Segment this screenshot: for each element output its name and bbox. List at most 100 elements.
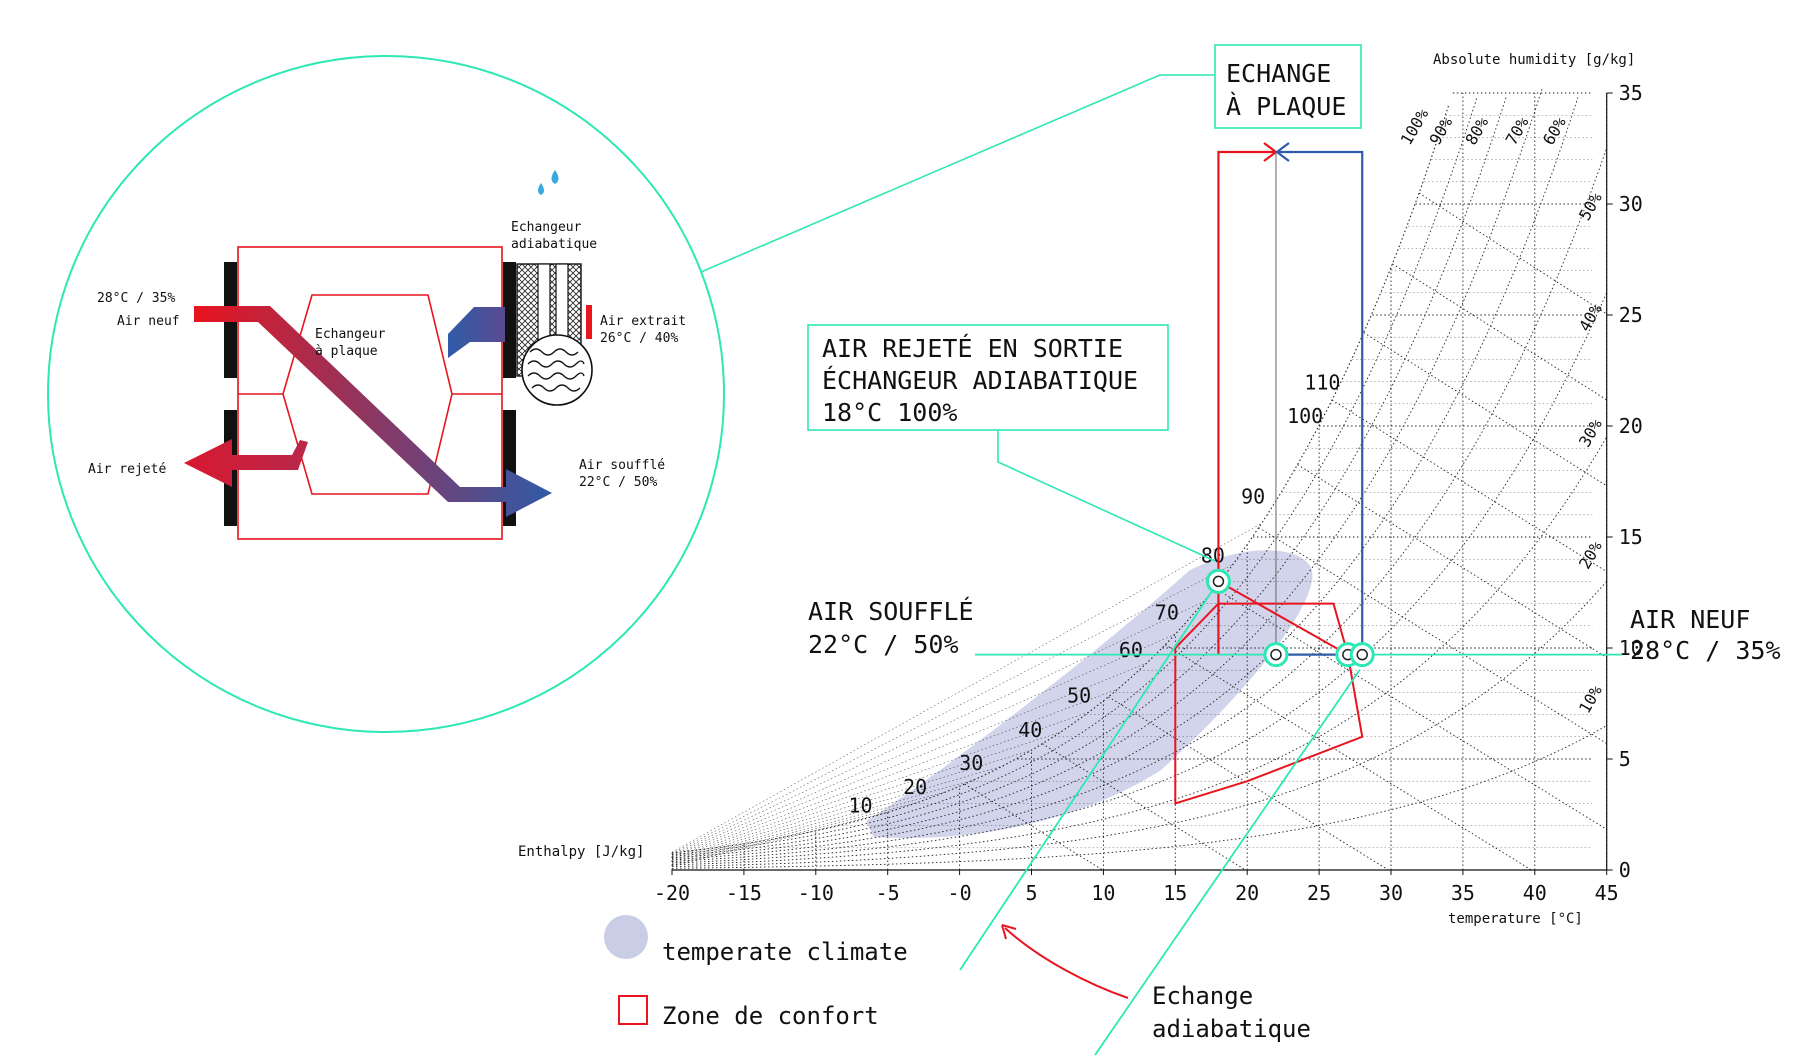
temperature-tick-label: -10 bbox=[798, 881, 834, 905]
callout-rejected-line2: ÉCHANGEUR ADIABATIQUE bbox=[822, 366, 1138, 395]
comfort-zone bbox=[1174, 602, 1364, 805]
adiabatic-annotation: Echange adiabatique bbox=[1001, 924, 1311, 1043]
heat-recovery-line-red bbox=[1217, 150, 1276, 655]
temperature-tick-label: 30 bbox=[1379, 881, 1403, 905]
enthalpy-line bbox=[671, 662, 1147, 857]
plate-hx-label: Echangeur bbox=[315, 327, 386, 342]
rh-label: 10% bbox=[1575, 682, 1606, 717]
enthalpy-line bbox=[671, 812, 888, 867]
extract-condition: 26°C / 40% bbox=[600, 331, 678, 346]
temperature-tick-label: -5 bbox=[876, 881, 900, 905]
temperature-axis-title: temperature [°C] bbox=[1448, 911, 1583, 927]
enthalpy-line bbox=[671, 765, 1003, 863]
adiabatic-label-2: adiabatique bbox=[1152, 1015, 1311, 1043]
enthalpy-line bbox=[671, 688, 1118, 859]
enthalpy-line bbox=[671, 564, 1233, 854]
callout-fresh-line2: 28°C / 35% bbox=[1630, 636, 1781, 665]
rh-label: 100% bbox=[1397, 105, 1433, 148]
supply-condition: 22°C / 50% bbox=[579, 475, 657, 490]
supply-airflow-arrow bbox=[194, 306, 552, 517]
legend-climate-label: temperate climate bbox=[662, 938, 908, 966]
enthalpy-line bbox=[1164, 644, 1532, 871]
supply-label: Air soufflé bbox=[579, 458, 665, 473]
extract-label: Air extrait bbox=[600, 314, 686, 329]
schematic-magnifier bbox=[47, 55, 1215, 733]
enthalpy-label: 70 bbox=[1155, 600, 1179, 624]
enthalpy-line bbox=[1331, 399, 1607, 573]
legend: temperate climate Zone de confort bbox=[604, 915, 908, 1030]
enthalpy-line bbox=[964, 783, 1103, 871]
legend-comfort-label: Zone de confort bbox=[662, 1002, 879, 1030]
enthalpy-line bbox=[671, 749, 1032, 862]
enthalpy-line bbox=[671, 523, 1262, 853]
adiabatic-hx-label-2: adiabatique bbox=[511, 237, 597, 252]
rh-label: 70% bbox=[1502, 113, 1533, 148]
exhaust-airflow-arrow bbox=[184, 439, 308, 487]
rejected-label: Air rejeté bbox=[88, 462, 166, 477]
rejected-air-marker-center bbox=[1212, 575, 1225, 588]
temperature-tick-label: -15 bbox=[726, 881, 762, 905]
callout-plate-line1: ECHANGE bbox=[1226, 59, 1331, 88]
rh-curve bbox=[671, 148, 1608, 862]
enthalpy-label: 40 bbox=[1018, 718, 1042, 742]
rh-curve bbox=[671, 97, 1507, 857]
enthalpy-label: 110 bbox=[1304, 370, 1340, 394]
enthalpy-label: 30 bbox=[959, 751, 983, 775]
humidity-tick-label: 0 bbox=[1619, 858, 1631, 882]
enthalpy-axis-title: Enthalpy [J/kg] bbox=[518, 844, 644, 860]
enthalpy-line bbox=[671, 732, 1061, 861]
humidity-tick-label: 10 bbox=[1619, 636, 1643, 660]
legend-comfort-swatch bbox=[618, 995, 648, 1025]
enthalpy-line bbox=[1108, 696, 1389, 871]
enthalpy-label: 10 bbox=[849, 793, 873, 817]
enthalpy-line bbox=[1418, 192, 1607, 315]
enthalpy-line bbox=[1392, 263, 1607, 401]
rh-label: 20% bbox=[1575, 537, 1606, 572]
water-drop-icon bbox=[551, 170, 559, 184]
adiabatic-process-line bbox=[1217, 580, 1349, 656]
temperature-tick-label: 15 bbox=[1163, 881, 1187, 905]
rh-curve bbox=[671, 105, 1450, 854]
callout-rejected-line3: 18°C 100% bbox=[822, 398, 957, 427]
temperature-tick-label: 25 bbox=[1307, 881, 1331, 905]
enthalpy-line bbox=[1258, 527, 1607, 744]
enthalpy-label: 50 bbox=[1067, 683, 1091, 707]
temperature-tick-label: 20 bbox=[1235, 881, 1259, 905]
fan-icon bbox=[521, 334, 593, 406]
humidity-tick-label: 35 bbox=[1619, 81, 1643, 105]
humidity-tick-label: 5 bbox=[1619, 747, 1631, 771]
adiabatic-line-a bbox=[959, 580, 1220, 971]
humidity-tick-label: 15 bbox=[1619, 525, 1643, 549]
enthalpy-line bbox=[671, 791, 946, 865]
temperature-tick-label: 35 bbox=[1451, 881, 1475, 905]
rh-curve bbox=[671, 581, 1608, 868]
rh-curve bbox=[671, 725, 1607, 869]
temperature-tick-label: -0 bbox=[948, 881, 972, 905]
humidity-tick-label: 20 bbox=[1619, 414, 1643, 438]
adiabatic-line-b bbox=[1094, 669, 1361, 1056]
enthalpy-label: 60 bbox=[1119, 638, 1143, 662]
temperature-tick-label: 40 bbox=[1523, 881, 1547, 905]
temperature-tick-label: 5 bbox=[1025, 881, 1037, 905]
blue-arrowhead bbox=[1275, 142, 1290, 162]
enthalpy-line bbox=[671, 779, 975, 864]
hvac-unit-schematic bbox=[184, 170, 593, 540]
temperature-tick-label: -20 bbox=[654, 881, 690, 905]
humidity-axis-title: Absolute humidity [g/kg] bbox=[1433, 52, 1635, 68]
adiabatic-hx-label: Echangeur bbox=[511, 220, 582, 235]
plate-hx-label-2: à plaque bbox=[315, 344, 378, 359]
enthalpy-label: 90 bbox=[1241, 484, 1265, 508]
adiabatic-label-1: Echange bbox=[1152, 982, 1253, 1010]
legend-climate-swatch bbox=[604, 915, 648, 959]
callout-rejected-air: AIR REJETÉ EN SORTIE ÉCHANGEUR ADIABATIQ… bbox=[807, 324, 1216, 562]
inlet-label: Air neuf bbox=[117, 314, 180, 329]
rh-curve bbox=[671, 97, 1579, 861]
humidity-tick-label: 30 bbox=[1619, 192, 1643, 216]
callout-rejected-line1: AIR REJETÉ EN SORTIE bbox=[822, 334, 1123, 363]
humidity-tick-label: 25 bbox=[1619, 303, 1643, 327]
temperature-tick-label: 10 bbox=[1091, 881, 1115, 905]
callout-supply-line2: 22°C / 50% bbox=[808, 630, 959, 659]
inlet-condition: 28°C / 35% bbox=[97, 291, 175, 306]
enthalpy-line bbox=[1363, 332, 1607, 487]
enthalpy-line bbox=[671, 711, 1090, 860]
